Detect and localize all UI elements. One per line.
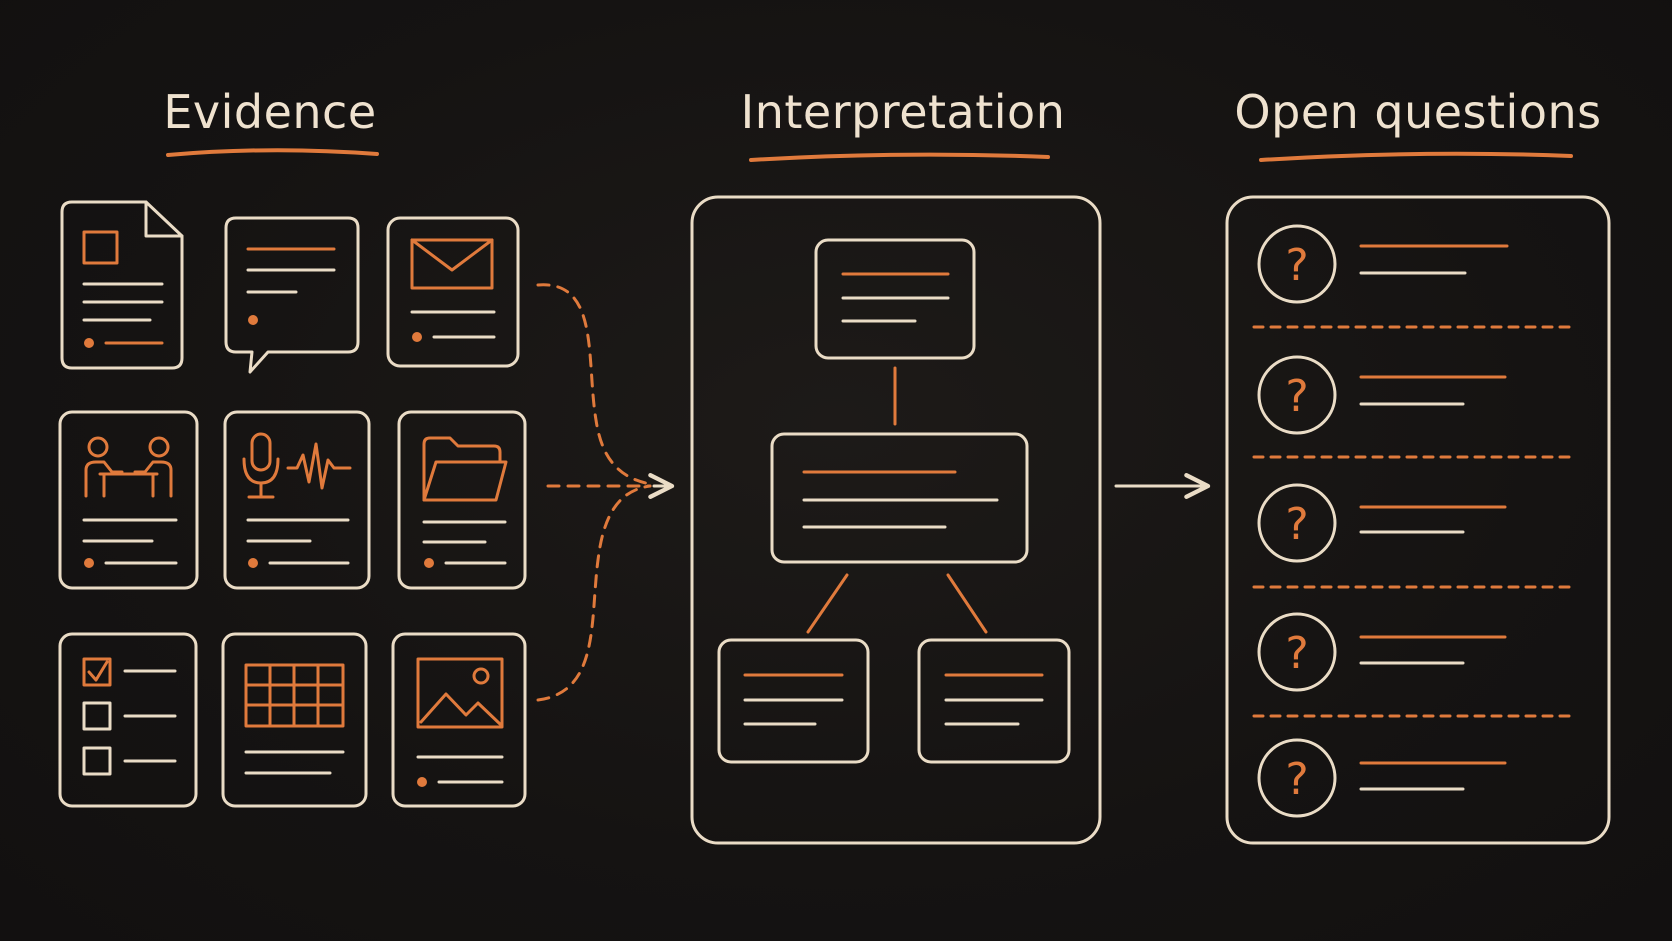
interpretation-heading: Interpretation <box>741 85 1066 139</box>
question-mark: ? <box>1285 240 1308 291</box>
question-mark: ? <box>1285 628 1308 679</box>
evidence-card-folder <box>397 410 527 590</box>
question-mark: ? <box>1285 371 1308 422</box>
question-item-1: ? <box>1257 224 1509 304</box>
interpretation-link-left <box>806 573 849 634</box>
evidence-heading-group: Evidence <box>163 85 379 157</box>
open-questions-heading-group: Open questions <box>1234 85 1601 162</box>
question-icon <box>1257 355 1337 435</box>
evidence-card-chat <box>224 216 360 374</box>
spreadsheet-icon <box>244 663 345 728</box>
checklist-icon <box>82 657 112 776</box>
question-item-2: ? <box>1257 355 1507 435</box>
evidence-to-interpretation-connector <box>536 283 675 702</box>
question-item-4: ? <box>1257 612 1507 692</box>
question-item-5: ? <box>1257 738 1507 818</box>
evidence-card-email <box>386 216 520 368</box>
document-icon <box>82 230 119 265</box>
image-icon <box>416 657 504 729</box>
interpretation-heading-group: Interpretation <box>741 85 1066 162</box>
open-questions-panel: ? ? ? ? ? <box>1225 195 1611 845</box>
evidence-card-document <box>60 200 184 370</box>
evidence-card-spreadsheet <box>221 632 368 808</box>
microphone-waveform-icon <box>242 432 352 499</box>
evidence-card-image <box>391 632 527 808</box>
email-icon <box>410 238 494 290</box>
interpretation-top-node <box>814 238 976 360</box>
chat-bubble-icon <box>224 216 360 374</box>
interpretation-link-right <box>946 573 988 634</box>
interpretation-middle-node <box>770 432 1029 564</box>
question-icon <box>1257 224 1337 304</box>
evidence-card-meeting <box>58 410 199 590</box>
open-questions-heading: Open questions <box>1234 85 1601 139</box>
evidence-grid <box>58 200 527 808</box>
interpretation-left-node <box>717 638 870 764</box>
question-icon <box>1257 483 1337 563</box>
question-icon <box>1257 738 1337 818</box>
interpretation-underline <box>749 152 1050 162</box>
open-questions-underline <box>1259 151 1573 162</box>
folder-icon <box>422 436 508 502</box>
evidence-card-audio <box>223 410 371 590</box>
evidence-underline <box>166 148 379 157</box>
question-icon <box>1257 612 1337 692</box>
question-mark: ? <box>1285 499 1308 550</box>
interpretation-right-node <box>917 638 1071 764</box>
interpretation-panel <box>690 195 1102 845</box>
meeting-icon <box>84 436 173 498</box>
evidence-card-checklist <box>58 632 198 808</box>
evidence-heading: Evidence <box>163 85 376 139</box>
question-mark: ? <box>1285 754 1308 805</box>
question-item-3: ? <box>1257 483 1507 563</box>
